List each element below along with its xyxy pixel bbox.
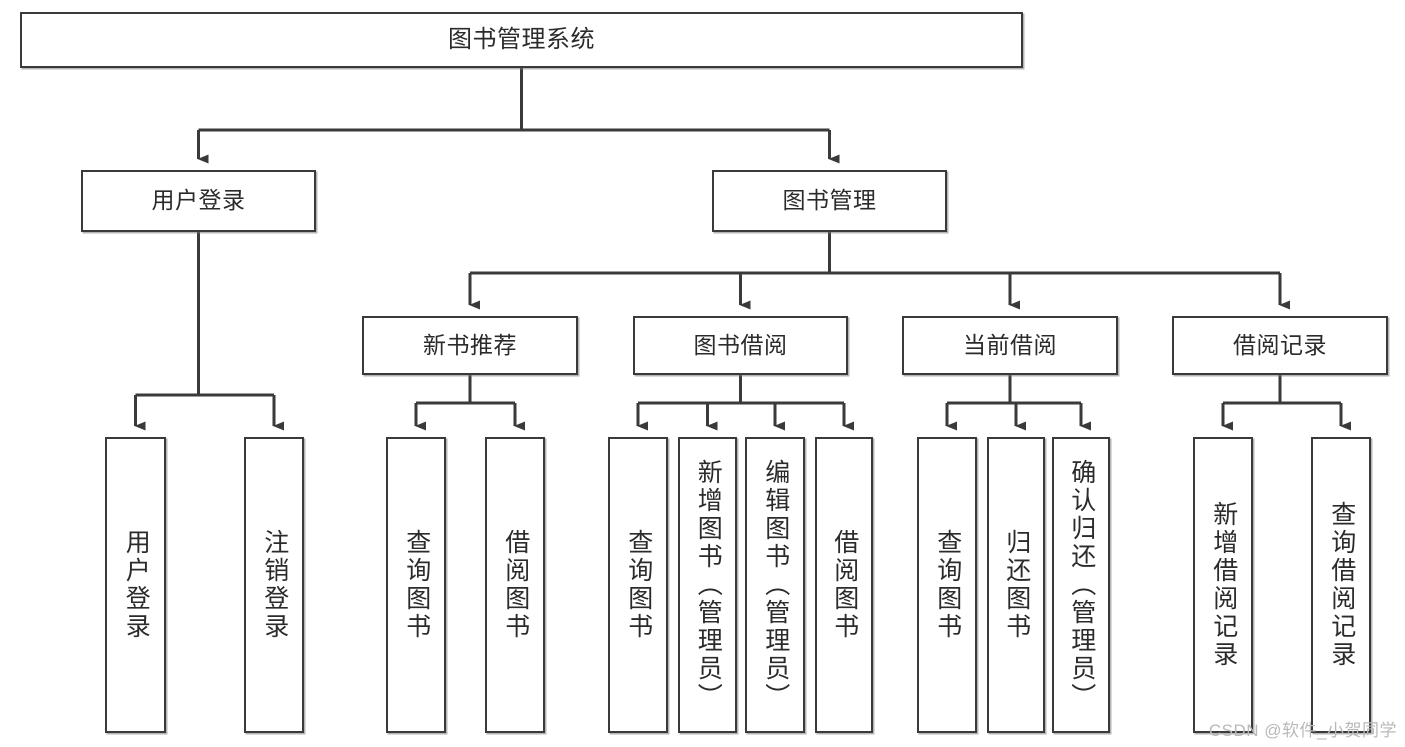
node-leaf_bb_add[interactable]: 新增图书（管理员） (678, 437, 737, 733)
node-book_mgmt[interactable]: 图书管理 (712, 170, 947, 232)
node-label: 归还图书 (1002, 529, 1031, 641)
node-borrow_log[interactable]: 借阅记录 (1172, 316, 1388, 375)
node-cur_borrow[interactable]: 当前借阅 (902, 316, 1118, 375)
node-new_book_rec[interactable]: 新书推荐 (362, 316, 578, 375)
node-leaf_cb_query[interactable]: 查询图书 (917, 437, 977, 733)
node-leaf_cb_return[interactable]: 归还图书 (987, 437, 1045, 733)
node-leaf_nb_query[interactable]: 查询图书 (386, 437, 446, 733)
node-leaf_bb_query[interactable]: 查询图书 (608, 437, 668, 733)
node-root[interactable]: 图书管理系统 (20, 12, 1023, 68)
node-user_login[interactable]: 用户登录 (81, 170, 316, 232)
node-leaf_bl_add[interactable]: 新增借阅记录 (1193, 437, 1253, 733)
node-label: 确认归还（管理员） (1067, 459, 1096, 711)
node-label: 借阅图书 (830, 529, 859, 641)
node-label: 当前借阅 (963, 331, 1057, 358)
node-label: 查询图书 (402, 529, 431, 641)
node-leaf_cb_confirm[interactable]: 确认归还（管理员） (1052, 437, 1110, 733)
csdn-watermark: CSDN @软件_小贺同学 (1208, 721, 1397, 740)
node-leaf_bb_edit[interactable]: 编辑图书（管理员） (745, 437, 805, 733)
node-leaf_user_login[interactable]: 用户登录 (105, 437, 166, 733)
node-label: 图书借阅 (693, 331, 788, 358)
node-label: 新增借阅记录 (1209, 501, 1238, 669)
node-leaf_bb_borrow[interactable]: 借阅图书 (815, 437, 873, 733)
node-label: 查询图书 (624, 529, 653, 641)
node-label: 编辑图书（管理员） (761, 459, 790, 711)
node-leaf_bl_query[interactable]: 查询借阅记录 (1311, 437, 1371, 733)
node-label: 查询借阅记录 (1327, 501, 1356, 669)
node-label: 新增图书（管理员） (694, 459, 723, 711)
node-leaf_user_logout[interactable]: 注销登录 (244, 437, 304, 733)
node-label: 查询图书 (933, 529, 962, 641)
node-label: 用户登录 (122, 529, 151, 641)
node-label: 图书管理 (782, 187, 877, 214)
node-leaf_nb_borrow[interactable]: 借阅图书 (485, 437, 545, 733)
node-label: 借阅图书 (501, 529, 530, 641)
node-label: 新书推荐 (423, 331, 517, 358)
node-label: 借阅记录 (1233, 331, 1327, 358)
node-label: 注销登录 (260, 529, 289, 641)
node-label: 用户登录 (151, 187, 246, 214)
node-book_borrow[interactable]: 图书借阅 (633, 316, 848, 375)
node-label: 图书管理系统 (448, 25, 595, 53)
